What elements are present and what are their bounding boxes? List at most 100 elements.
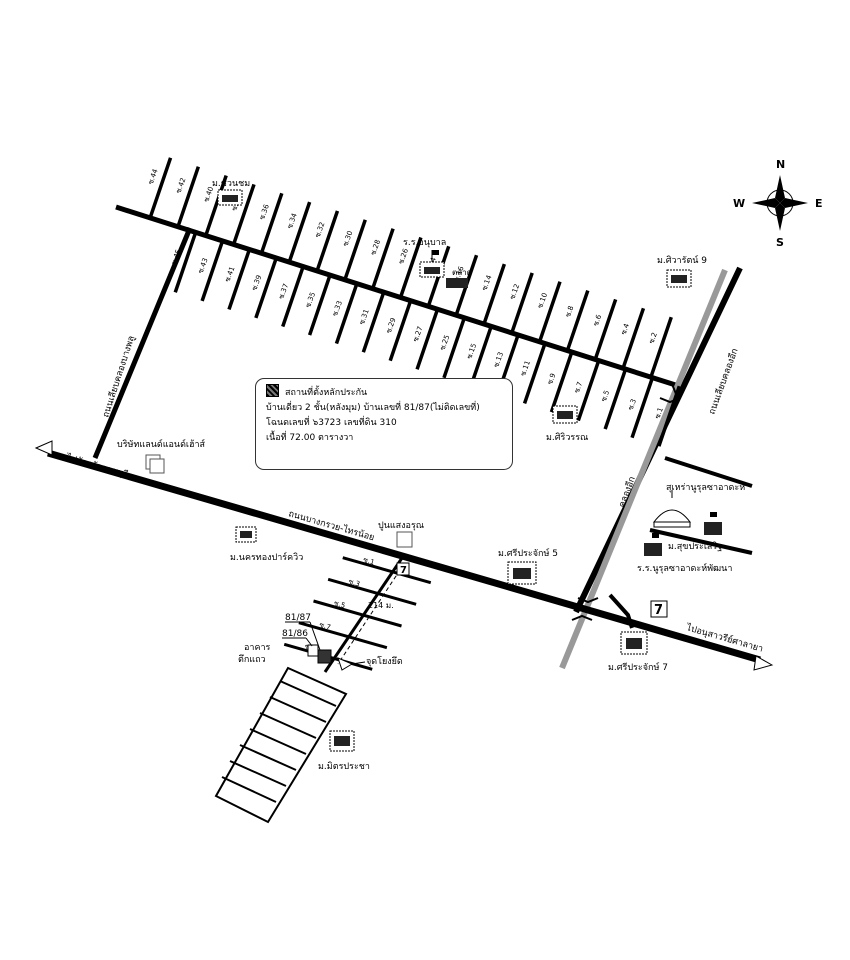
market-icon <box>446 278 468 288</box>
info-line2: บ้านเดี่ยว 2 ชั้น(หลังมุม) บ้านเลขที่ 81… <box>266 403 480 413</box>
soi-bottom-label: ซ.29 <box>385 317 398 335</box>
soi-bottom-label: ซ.31 <box>358 308 371 326</box>
soi-bottom-label: ซ.5 <box>600 389 611 402</box>
soi-bottom-label: ซ.45 <box>170 248 183 266</box>
soi-bottom-line <box>469 325 493 387</box>
label-siriwan: ม.ศิริวรรณ <box>546 432 588 443</box>
address-leaders <box>282 621 366 665</box>
bridge-marks <box>571 379 681 621</box>
soi-top-line <box>231 183 256 245</box>
label-prachapath: ม.สุขประเสริฐ <box>668 541 722 552</box>
chuanchom-icon <box>217 189 243 206</box>
label-sri7: ม.ศรีประจักษ์ 7 <box>608 661 668 673</box>
soi-bottom-label: ซ.43 <box>197 257 210 275</box>
soi-bottom-line <box>630 377 655 439</box>
checkpoint-arrow <box>337 657 354 671</box>
arrow-left <box>34 440 53 456</box>
soi-bottom-label: ซ.39 <box>250 274 263 292</box>
soi-top-line <box>259 192 284 254</box>
soi-top-label: ซ.26 <box>397 247 410 265</box>
soi-top-line <box>176 166 201 228</box>
soi-bottom-line <box>603 368 628 430</box>
label-wat: สุเหร่านูรุลซาอาดะห์ <box>666 481 745 493</box>
collateral-info-box: สถานที่ตั้งหลักประกัน บ้านเดี่ยว 2 ชั้น(… <box>255 378 513 470</box>
compass-s: S <box>776 236 784 249</box>
label-school2: ร.ร.นูรุลซาอาดะห์พัฒนา <box>637 562 732 574</box>
soi-south-label: ซ.3 <box>348 578 361 589</box>
soi-top-label: ซ.32 <box>314 221 327 239</box>
info-line4: เนื้อที่ 72.00 ตารางวา <box>266 433 354 443</box>
info-title: สถานที่ตั้งหลักประกัน <box>285 388 368 398</box>
soi-bottom-label: ซ.11 <box>519 359 532 377</box>
soi-south-line <box>298 621 388 650</box>
soi-top-label: ซ.10 <box>536 292 549 310</box>
soi-top-label: ซ.30 <box>341 230 354 248</box>
soi-south-label: ซ.7 <box>318 621 331 632</box>
label-siwarat9: ม.ศิวารัตน์ 9 <box>657 254 707 266</box>
soi-bottom-line <box>334 283 359 345</box>
prachapath-icon <box>704 512 722 535</box>
soi-bottom-line <box>307 274 332 336</box>
hatch-legend-icon <box>266 384 279 397</box>
mosque-icon <box>652 490 692 528</box>
soi-bottom-label: ซ.25 <box>438 334 451 352</box>
soi-top-line <box>204 174 228 237</box>
soi-bottom-line <box>200 240 225 302</box>
soi-top-label: ซ.2 <box>647 331 658 344</box>
soi-top-label: ซ.14 <box>481 274 494 292</box>
sri7-icon <box>620 631 648 655</box>
soi-top-line <box>537 281 562 343</box>
soi-top-line <box>398 236 423 299</box>
sois-top: ซ.44ซ.42ซ.40ซ.38ซ.36ซ.34ซ.32ซ.30ซ.28ซ.26… <box>147 157 673 378</box>
soi-top-label: ซ.34 <box>286 212 299 230</box>
soi-top-label: ซ.4 <box>620 322 632 336</box>
label-nakhon: ม.นครทองปาร์ควิว <box>230 551 303 563</box>
soi-top-line <box>287 201 312 263</box>
row-houses <box>214 666 348 824</box>
label-company: บริษัทแลนด์แอนด์เฮ้าส์ <box>117 438 206 450</box>
label-chuanchom: ม.ชวนชม <box>212 179 250 189</box>
seven-eleven-icon-2: 7 <box>396 562 410 576</box>
poon-icon <box>396 531 413 548</box>
soi-south-line <box>313 599 402 628</box>
soi-bottom-line <box>522 342 547 405</box>
soi-top-label: ซ.42 <box>175 177 188 195</box>
svg-text:7: 7 <box>654 603 663 618</box>
neighbor-house <box>307 644 319 657</box>
seven-eleven-icon: 7 <box>650 600 668 618</box>
soi-bottom-line <box>388 300 413 362</box>
soi-top-line <box>649 316 673 378</box>
label-house-sub: ตึกแถว <box>238 654 266 665</box>
soi-bottom-line <box>576 359 601 422</box>
soi-bottom-line <box>442 317 467 379</box>
soi-bottom-label: ซ.33 <box>331 300 344 318</box>
soi-bottom-label: ซ.1 <box>653 406 664 419</box>
soi-south-line <box>342 556 432 585</box>
label-sri5: ม.ศรีประจักษ์ 5 <box>498 547 558 559</box>
soi-bottom-line <box>173 231 198 293</box>
distance-line <box>337 569 401 665</box>
soi-bottom-line <box>361 291 386 353</box>
compass-w: W <box>733 197 745 210</box>
soi-top-label: ซ.8 <box>564 305 575 318</box>
soi-top-line <box>315 210 340 272</box>
soi-top-line <box>510 272 534 334</box>
siwarat-icon <box>666 269 692 288</box>
soi-bottom-label: ซ.41 <box>224 265 237 283</box>
soi-bottom-label: ซ.9 <box>546 372 557 385</box>
compass-rose: N S E W <box>733 158 823 249</box>
mitra-icon <box>329 730 355 752</box>
soi-bottom-line <box>281 265 305 328</box>
label-addr2: 81/86 <box>282 629 308 639</box>
school2-icon <box>644 533 662 556</box>
soi-top-line <box>148 157 173 219</box>
label-school: ร.ร.อนุบาล <box>403 238 446 248</box>
soi-top-line <box>343 219 367 281</box>
soi-top-label: ซ.36 <box>258 203 271 221</box>
soi-bottom-label: ซ.7 <box>573 381 584 394</box>
soi-top-label: ซ.6 <box>592 313 604 327</box>
label-poon: ปูนแสงอรุณ <box>378 521 424 531</box>
soi-bottom-label: ซ.27 <box>412 325 425 343</box>
label-addr1: 81/87 <box>285 613 311 623</box>
soi-top-line <box>371 228 395 290</box>
